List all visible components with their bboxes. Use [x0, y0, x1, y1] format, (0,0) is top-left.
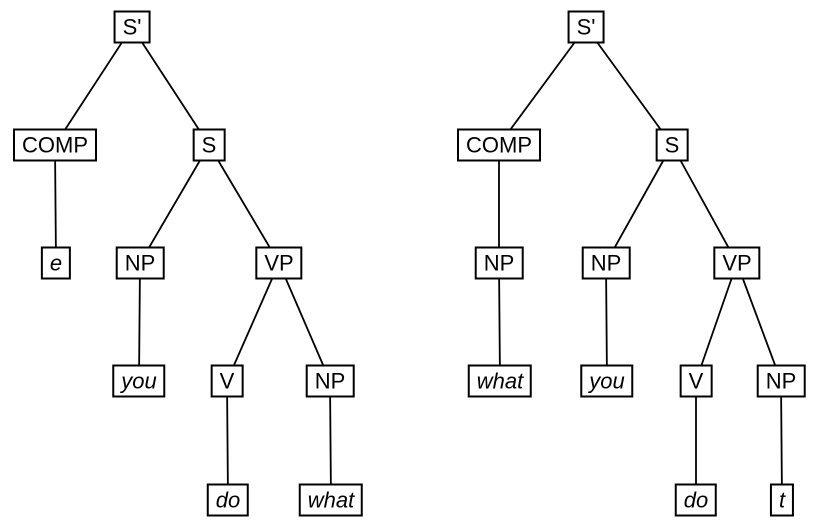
tree-node-you: you: [580, 364, 634, 398]
tree-edge: [226, 262, 280, 382]
tree-edge: [585, 26, 673, 146]
tree-node-np-comp: NP: [474, 246, 524, 280]
tree-node-comp: COMP: [457, 128, 541, 162]
tree-node-what: what: [298, 483, 364, 517]
tree-edge: [736, 262, 782, 382]
tree-edge: [54, 26, 133, 146]
tree-node-v: V: [679, 364, 713, 398]
tree-edge: [780, 380, 783, 501]
tree-edge: [54, 144, 57, 264]
tree-node-do: do: [674, 483, 718, 517]
tree-node-s-bar: S': [113, 10, 151, 44]
tree-edge: [498, 262, 501, 382]
tree-edge: [498, 26, 587, 146]
tree-node-s: S: [655, 128, 689, 162]
tree-node-do: do: [206, 483, 250, 517]
tree-edge: [329, 380, 332, 501]
tree-edge: [138, 262, 141, 382]
tree-node-np-subject: NP: [581, 246, 631, 280]
tree-edge: [671, 144, 738, 264]
tree-edge: [139, 144, 210, 264]
tree-edge: [695, 262, 738, 382]
tree-node-you: you: [112, 364, 166, 398]
tree-node-vp: VP: [713, 246, 761, 280]
tree-node-t: t: [769, 483, 795, 517]
tree-node-np-subject: NP: [115, 246, 165, 280]
tree-edge: [605, 144, 673, 264]
tree-node-comp: COMP: [13, 128, 97, 162]
tree-node-s: S: [192, 128, 226, 162]
tree-edge: [131, 26, 210, 146]
tree-node-e: e: [40, 246, 72, 280]
tree-node-s-bar: S': [567, 10, 605, 44]
tree-edge: [278, 262, 331, 382]
tree-node-what: what: [467, 364, 533, 398]
tree-node-np-object: NP: [756, 364, 806, 398]
tree-edge: [208, 144, 280, 264]
tree-edge: [226, 380, 229, 501]
tree-node-np-object: NP: [305, 364, 355, 398]
tree-node-v: V: [210, 364, 244, 398]
tree-edge: [605, 262, 608, 382]
tree-node-vp: VP: [255, 246, 303, 280]
